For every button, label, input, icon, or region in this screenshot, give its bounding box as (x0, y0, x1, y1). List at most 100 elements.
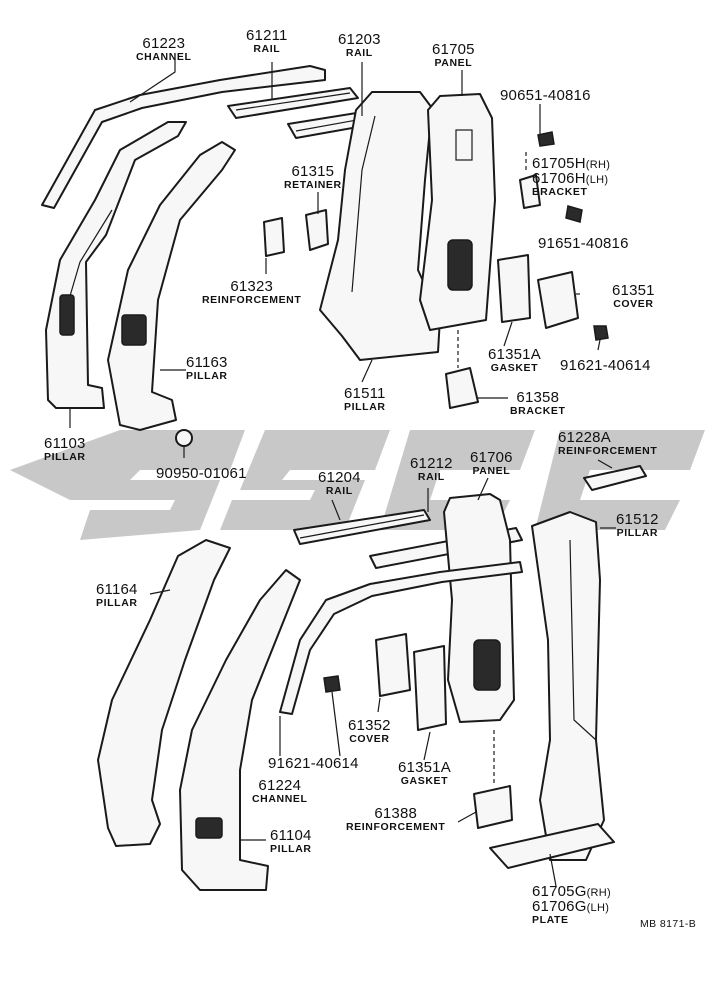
part-number: 61323 (230, 278, 274, 295)
label-61706: 61706 PANEL (470, 450, 513, 477)
part-number: 61512 (616, 511, 659, 528)
part-number: 61705G(RH) (532, 883, 612, 900)
part-61388-reinforcement (473, 785, 513, 829)
label-91651: 91651-40816 (538, 236, 629, 251)
label-91621-lower: 91621-40614 (268, 756, 359, 771)
part-61358-bracket (445, 367, 479, 409)
part-name: REINFORCEMENT (202, 294, 302, 306)
part-number: 91621-40614 (268, 755, 359, 772)
part-61228a-reinforcement (583, 465, 647, 491)
label-61211: 61211 RAIL (246, 28, 288, 55)
label-61352: 61352 COVER (348, 718, 391, 745)
part-61352-cover (375, 633, 411, 697)
part-number: 61223 (142, 35, 186, 52)
part-number: 61358 (516, 389, 560, 406)
part-name: RETAINER (284, 179, 342, 191)
part-name: PILLAR (616, 527, 659, 539)
part-number: 90950-01061 (156, 465, 247, 482)
label-61512: 61512 PILLAR (616, 512, 659, 539)
label-61705h: 61705H(RH) 61706H(LH) BRACKET (532, 156, 610, 198)
part-number: 61204 (318, 469, 361, 486)
part-61164-pillar (97, 539, 231, 847)
part-name: PILLAR (270, 843, 312, 855)
part-61351-cover (537, 271, 579, 329)
part-name: GASKET (490, 362, 539, 374)
part-61705g-plate (489, 823, 615, 869)
part-number: 61103 (44, 435, 86, 452)
part-61211-rail (227, 87, 359, 119)
part-number: 61211 (246, 27, 288, 44)
label-61705g: 61705G(RH) 61706G(LH) PLATE (532, 884, 611, 926)
bolt-91621-upper (593, 325, 609, 341)
label-61203: 61203 RAIL (338, 32, 381, 59)
part-number-alt: 61706H(LH) (532, 170, 609, 187)
part-name: BRACKET (532, 186, 588, 198)
part-number: 61705 (432, 41, 475, 58)
part-61224-channel (279, 561, 523, 715)
label-61164: 61164 PILLAR (96, 582, 138, 609)
part-number: 61351 (612, 282, 655, 299)
label-61212: 61212 RAIL (410, 456, 453, 483)
part-61315-retainer (305, 209, 329, 251)
label-90651: 90651-40816 (500, 88, 591, 103)
part-name: CHANNEL (252, 793, 308, 805)
part-number: 91651-40816 (538, 235, 629, 252)
part-number: 61315 (291, 163, 335, 180)
part-61705h-bracket (519, 174, 541, 209)
part-name: PILLAR (344, 401, 386, 413)
part-name: RAIL (253, 43, 281, 55)
label-61351: 61351 COVER (612, 283, 655, 310)
part-number: 61352 (348, 717, 391, 734)
part-61323-reinforcement (263, 217, 285, 257)
part-number: 61351A (398, 759, 451, 776)
part-name: BRACKET (510, 405, 566, 417)
label-61323: 61323 REINFORCEMENT (202, 279, 301, 306)
figure-code: MB 8171-B (640, 918, 697, 930)
part-61103-pillar (45, 121, 187, 409)
label-61204: 61204 RAIL (318, 470, 361, 497)
part-number: 61104 (270, 827, 312, 844)
part-61351a-gasket (497, 254, 531, 323)
part-name: PANEL (434, 57, 473, 69)
label-61705: 61705 PANEL (432, 42, 475, 69)
part-number: 61228A (558, 429, 611, 446)
part-name: REINFORCEMENT (558, 445, 658, 457)
part-61163-pillar (107, 141, 236, 431)
label-61511: 61511 PILLAR (344, 386, 386, 413)
part-number: 61388 (374, 805, 418, 822)
part-name: PILLAR (186, 370, 228, 382)
label-61223: 61223 CHANNEL (136, 36, 192, 63)
part-name: COVER (349, 733, 390, 745)
label-61224: 61224 CHANNEL (252, 778, 308, 805)
label-61228a: 61228A REINFORCEMENT (558, 430, 657, 457)
part-name: GASKET (400, 775, 449, 787)
part-number: 61203 (338, 31, 381, 48)
bolt-91621-lower (323, 675, 341, 693)
part-61223-channel (41, 65, 326, 209)
part-name: PILLAR (96, 597, 138, 609)
part-number: 91621-40614 (560, 357, 651, 374)
part-number: 61511 (344, 385, 386, 402)
label-61351a-lower: 61351A GASKET (398, 760, 451, 787)
part-number: 61705H(RH) (532, 155, 611, 172)
part-number: 61706 (470, 449, 513, 466)
part-name: PLATE (532, 914, 569, 926)
part-number: 61163 (186, 354, 228, 371)
part-61511-pillar (319, 91, 441, 361)
label-61103: 61103 PILLAR (44, 436, 86, 463)
part-name: PANEL (472, 465, 511, 477)
label-91621-upper: 91621-40614 (560, 358, 651, 373)
part-number: 61164 (96, 581, 138, 598)
label-61388: 61388 REINFORCEMENT (346, 806, 445, 833)
label-61104: 61104 PILLAR (270, 828, 312, 855)
part-number: 61212 (410, 455, 453, 472)
part-61705-panel (419, 93, 496, 331)
part-name: RAIL (417, 471, 445, 483)
part-name: PILLAR (44, 451, 86, 463)
part-number: 90651-40816 (500, 87, 591, 104)
part-name: REINFORCEMENT (346, 821, 446, 833)
part-61351a-gasket-lower (413, 645, 447, 731)
part-61104-pillar (179, 569, 301, 891)
